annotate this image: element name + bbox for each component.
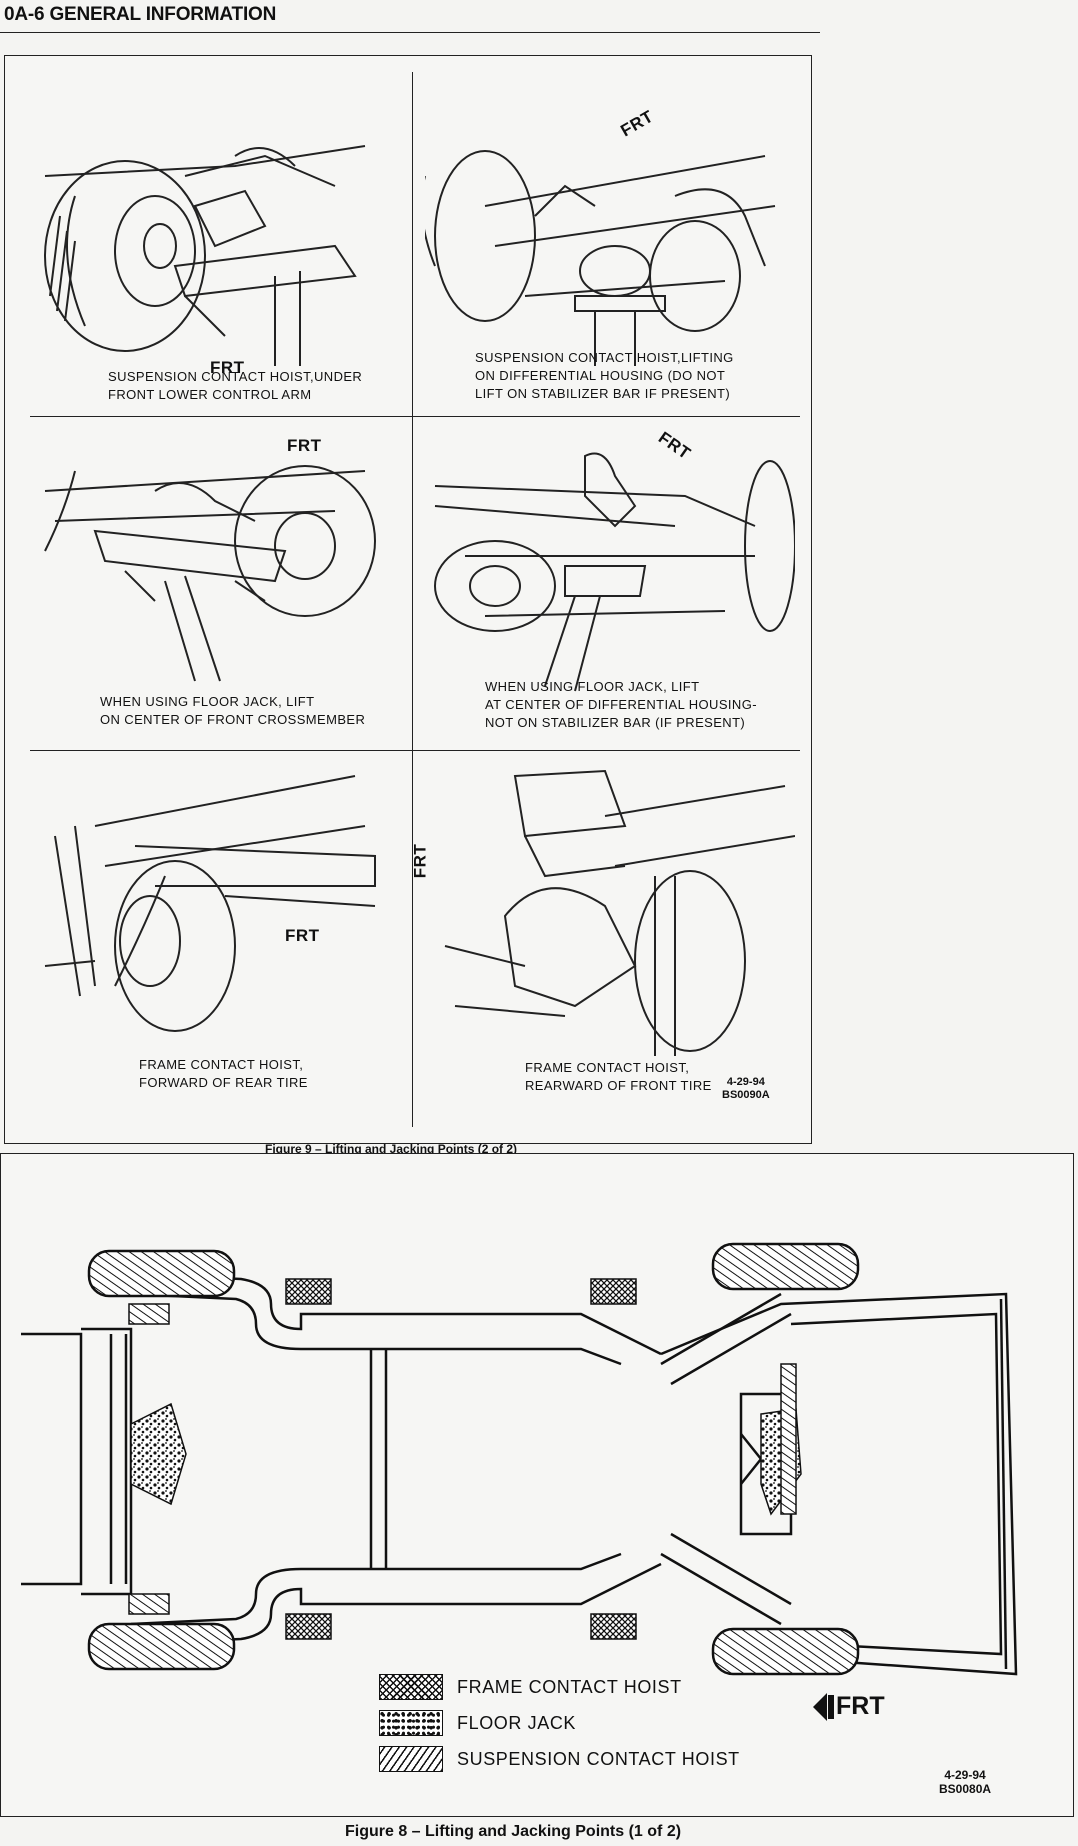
figure-8-code: 4-29-94 BS0080A (939, 1768, 991, 1796)
header-rule (0, 32, 820, 33)
illustration-rear-tire-frame (44, 775, 376, 1032)
legend-item-suspension-contact-hoist: SUSPENSION CONTACT HOIST (379, 1741, 740, 1777)
frt-label: FRT (836, 1692, 885, 1720)
frt-label: FRT (210, 358, 245, 377)
caption-panel-1: SUSPENSION CONTACT HOIST,UNDER FRONT LOW… (108, 369, 363, 402)
legend-item-frame-contact-hoist: FRAME CONTACT HOIST (379, 1669, 740, 1705)
page-header-title: 0A-6 GENERAL INFORMATION (4, 4, 277, 25)
figure-9-code: 4-29-94 BS0090A (722, 1076, 770, 1102)
figure-9-date: 4-29-94 (726, 1076, 765, 1088)
figure-8-id: BS0080A (939, 1782, 992, 1796)
diagonal-swatch (379, 1746, 443, 1772)
grid-divider-row2 (30, 750, 800, 751)
speckle-swatch (379, 1710, 443, 1736)
arrow-bar-icon (828, 1694, 834, 1719)
illustration-front-lower-arm (44, 145, 366, 366)
grid-divider-row1 (30, 416, 800, 417)
panel-differential-hoist: FRT (425, 96, 795, 376)
figure-9-title: Figure 9 – Lifting and Jacking Points (2… (265, 1142, 518, 1156)
arrow-left-icon (813, 1692, 827, 1721)
legend-label: SUSPENSION CONTACT HOIST (457, 1748, 740, 1769)
caption-panel-4: WHEN USING FLOOR JACK, LIFT AT CENTER OF… (485, 679, 757, 730)
figure-9-id: BS0090A (722, 1089, 770, 1101)
grid-divider-vertical (412, 72, 413, 1127)
panel-front-crossmember: FRT (35, 431, 405, 711)
panel-front-lower-arm: FRT (35, 96, 405, 396)
caption-panel-3: WHEN USING FLOOR JACK, LIFT ON CENTER OF… (100, 694, 366, 727)
legend-item-floor-jack: FLOOR JACK (379, 1705, 740, 1741)
caption-panel-5: FRAME CONTACT HOIST, FORWARD OF REAR TIR… (139, 1057, 308, 1090)
figure-8-date: 4-29-94 (944, 1768, 986, 1782)
illustration-differential-hoist (425, 150, 776, 366)
figure-8-title: Figure 8 – Lifting and Jacking Points (1… (345, 1823, 682, 1840)
frt-direction-indicator: FRT (813, 1692, 885, 1721)
legend: FRAME CONTACT HOIST FLOOR JACK SUSPENSIO… (379, 1669, 740, 1777)
frt-label: FRT (285, 926, 320, 945)
panel-rear-tire-frame: FRT (35, 766, 405, 1066)
illustration-front-tire-frame (444, 769, 795, 1056)
illustration-differential-jack (434, 452, 795, 692)
illustration-front-crossmember (44, 465, 376, 682)
figure-8-frame: FRAME CONTACT HOIST FLOOR JACK SUSPENSIO… (0, 1153, 1074, 1817)
legend-label: FRAME CONTACT HOIST (457, 1676, 682, 1697)
frt-label: FRT (287, 436, 322, 455)
caption-panel-6: FRAME CONTACT HOIST, REARWARD OF FRONT T… (525, 1060, 712, 1093)
crosshatch-swatch (379, 1674, 443, 1700)
frt-label: FRT (410, 843, 430, 879)
legend-label: FLOOR JACK (457, 1712, 577, 1733)
caption-panel-2: SUSPENSION CONTACT HOIST,LIFTING ON DIFF… (475, 350, 734, 401)
chassis-diagram (21, 1242, 1018, 1676)
panel-differential-jack: FRT (425, 428, 795, 706)
figure-9-frame: FRT SUSPENSION CONTACT HOIST,UNDER FRONT… (4, 55, 812, 1144)
panel-front-tire-frame: FRT (410, 766, 795, 1066)
